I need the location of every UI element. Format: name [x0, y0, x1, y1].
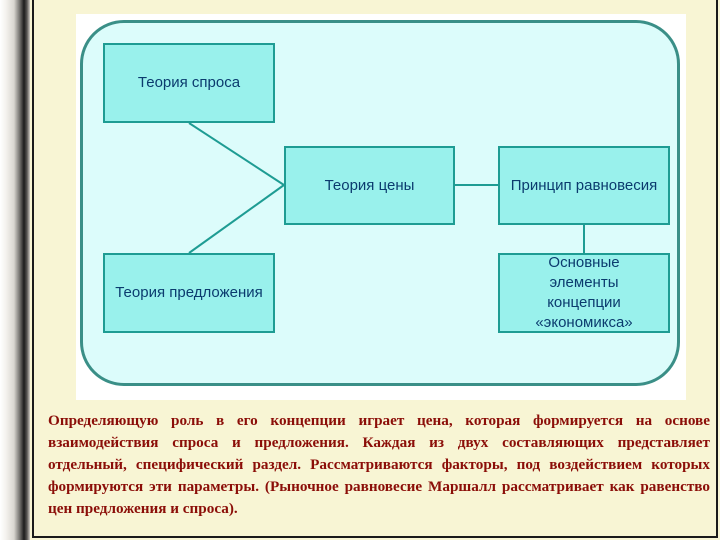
caption-text: Определяющую роль в его концепции играет…: [48, 412, 710, 517]
connector-demand-price: [188, 122, 285, 186]
node-supply-label: Теория предложения: [115, 284, 263, 301]
node-elements-label: Основные элементы концепции «экономикса»: [535, 254, 633, 331]
node-equilibrium-principle: Принцип равновесия: [498, 146, 670, 225]
left-edge-strip: [0, 0, 30, 540]
connector-supply-price: [188, 184, 285, 254]
node-supply-theory: Теория предложения: [103, 253, 275, 333]
node-price-theory: Теория цены: [284, 146, 455, 225]
node-economics-elements: Основные элементы концепции «экономикса»: [498, 253, 670, 333]
node-demand-theory: Теория спроса: [103, 43, 275, 123]
node-demand-label: Теория спроса: [137, 74, 241, 91]
node-price-label: Теория цены: [324, 176, 415, 194]
node-equilibrium-label: Принцип равновесия: [510, 176, 658, 194]
